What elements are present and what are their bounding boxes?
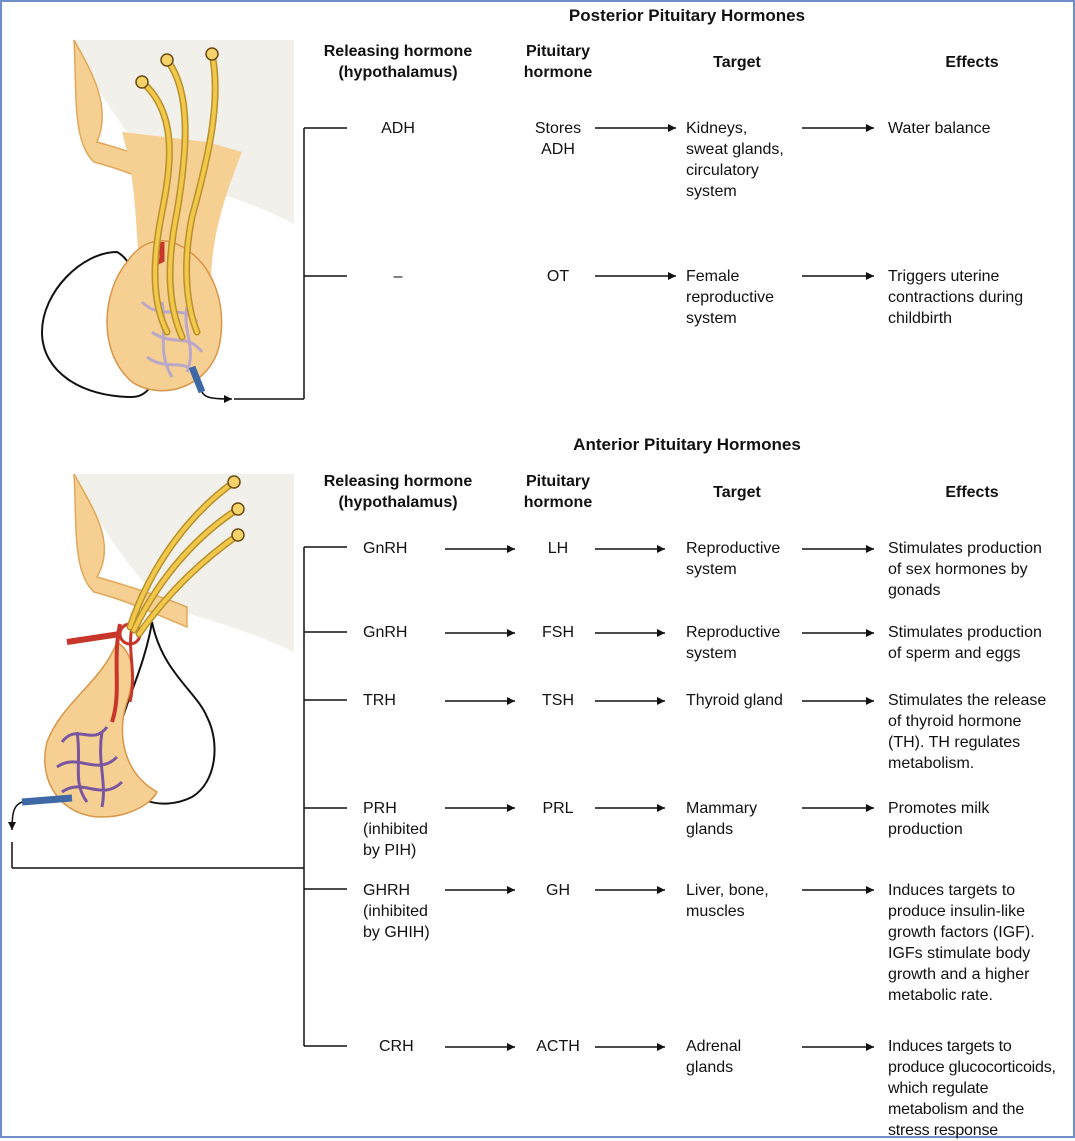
anterior-row-1-effect: Stimulates production of sperm and eggs: [888, 624, 1042, 662]
anterior-row-3-target: Mammary glands: [686, 800, 758, 838]
anterior-header-pituitary: Pituitary hormone: [523, 473, 593, 511]
posterior-header-pituitary: Pituitary hormone: [523, 43, 593, 81]
anterior-row-3-effect: Promotes milk production: [888, 800, 990, 838]
posterior-row-1-effect: Triggers uterine contractions during chi…: [888, 268, 1024, 327]
posterior-row-0-releasing: ADH: [381, 120, 415, 137]
posterior-header-target: Target: [713, 54, 761, 71]
anterior-row-2-releasing: TRH: [363, 692, 396, 709]
posterior-row-0-target: Kidneys, sweat glands, circulatory syste…: [686, 120, 784, 200]
anterior-header-target: Target: [713, 484, 761, 501]
anterior-row-5-pituitary: ACTH: [536, 1038, 580, 1055]
anterior-row-2-pituitary: TSH: [542, 692, 574, 709]
anterior-row-2-effect: Stimulates the release of thyroid hormon…: [888, 692, 1047, 772]
anterior-bracket: [11, 546, 347, 1047]
posterior-pituitary-illustration: [40, 39, 294, 403]
posterior-row-1-target: Female reproductive system: [686, 268, 775, 327]
anterior-row-3-pituitary: PRL: [542, 800, 574, 817]
posterior-row-1-releasing: –: [393, 268, 403, 285]
anterior-row-4-target: Liver, bone, muscles: [686, 882, 769, 920]
anterior-row-0-pituitary: LH: [547, 540, 569, 557]
anterior-row-1-releasing: GnRH: [363, 624, 408, 641]
anterior-header-effects: Effects: [945, 484, 999, 501]
anterior-row-4-pituitary: GH: [546, 882, 570, 899]
posterior-row-0-pituitary: Stores ADH: [534, 120, 582, 158]
anterior-row-4-effect: Induces targets to produce insulin-like …: [888, 882, 1035, 1004]
anterior-pituitary-illustration: [8, 473, 294, 831]
anterior-row-3-releasing: PRH (inhibited by PIH): [363, 800, 428, 859]
anterior-row-0-target: Reproductive system: [686, 540, 781, 578]
anterior-row-0-effect: Stimulates production of sex hormones by…: [888, 540, 1042, 599]
posterior-row-0-effect: Water balance: [888, 120, 991, 137]
anterior-row-5-releasing: CRH: [379, 1038, 414, 1055]
anterior-row-5-effect: Induces targets to produce glucocorticoi…: [888, 1038, 1056, 1139]
flow-arrows: [445, 124, 874, 1051]
anterior-header-releasing: Releasing hormone (hypothalamus): [323, 473, 473, 511]
posterior-header-releasing: Releasing hormone (hypothalamus): [323, 43, 473, 81]
posterior-row-1-pituitary: OT: [546, 268, 570, 285]
posterior-header-effects: Effects: [945, 54, 999, 71]
anterior-row-0-releasing: GnRH: [363, 540, 408, 557]
anterior-row-2-target: Thyroid gland: [686, 692, 783, 709]
anterior-row-1-pituitary: FSH: [542, 624, 574, 641]
anterior-row-5-target: Adrenal glands: [686, 1038, 742, 1076]
anterior-row-4-releasing: GHRH (inhibited by GHIH): [363, 882, 430, 941]
anterior-row-1-target: Reproductive system: [686, 624, 781, 662]
posterior-bracket: [234, 127, 347, 400]
posterior-title: Posterior Pituitary Hormones: [568, 6, 806, 25]
anterior-title: Anterior Pituitary Hormones: [573, 435, 801, 454]
